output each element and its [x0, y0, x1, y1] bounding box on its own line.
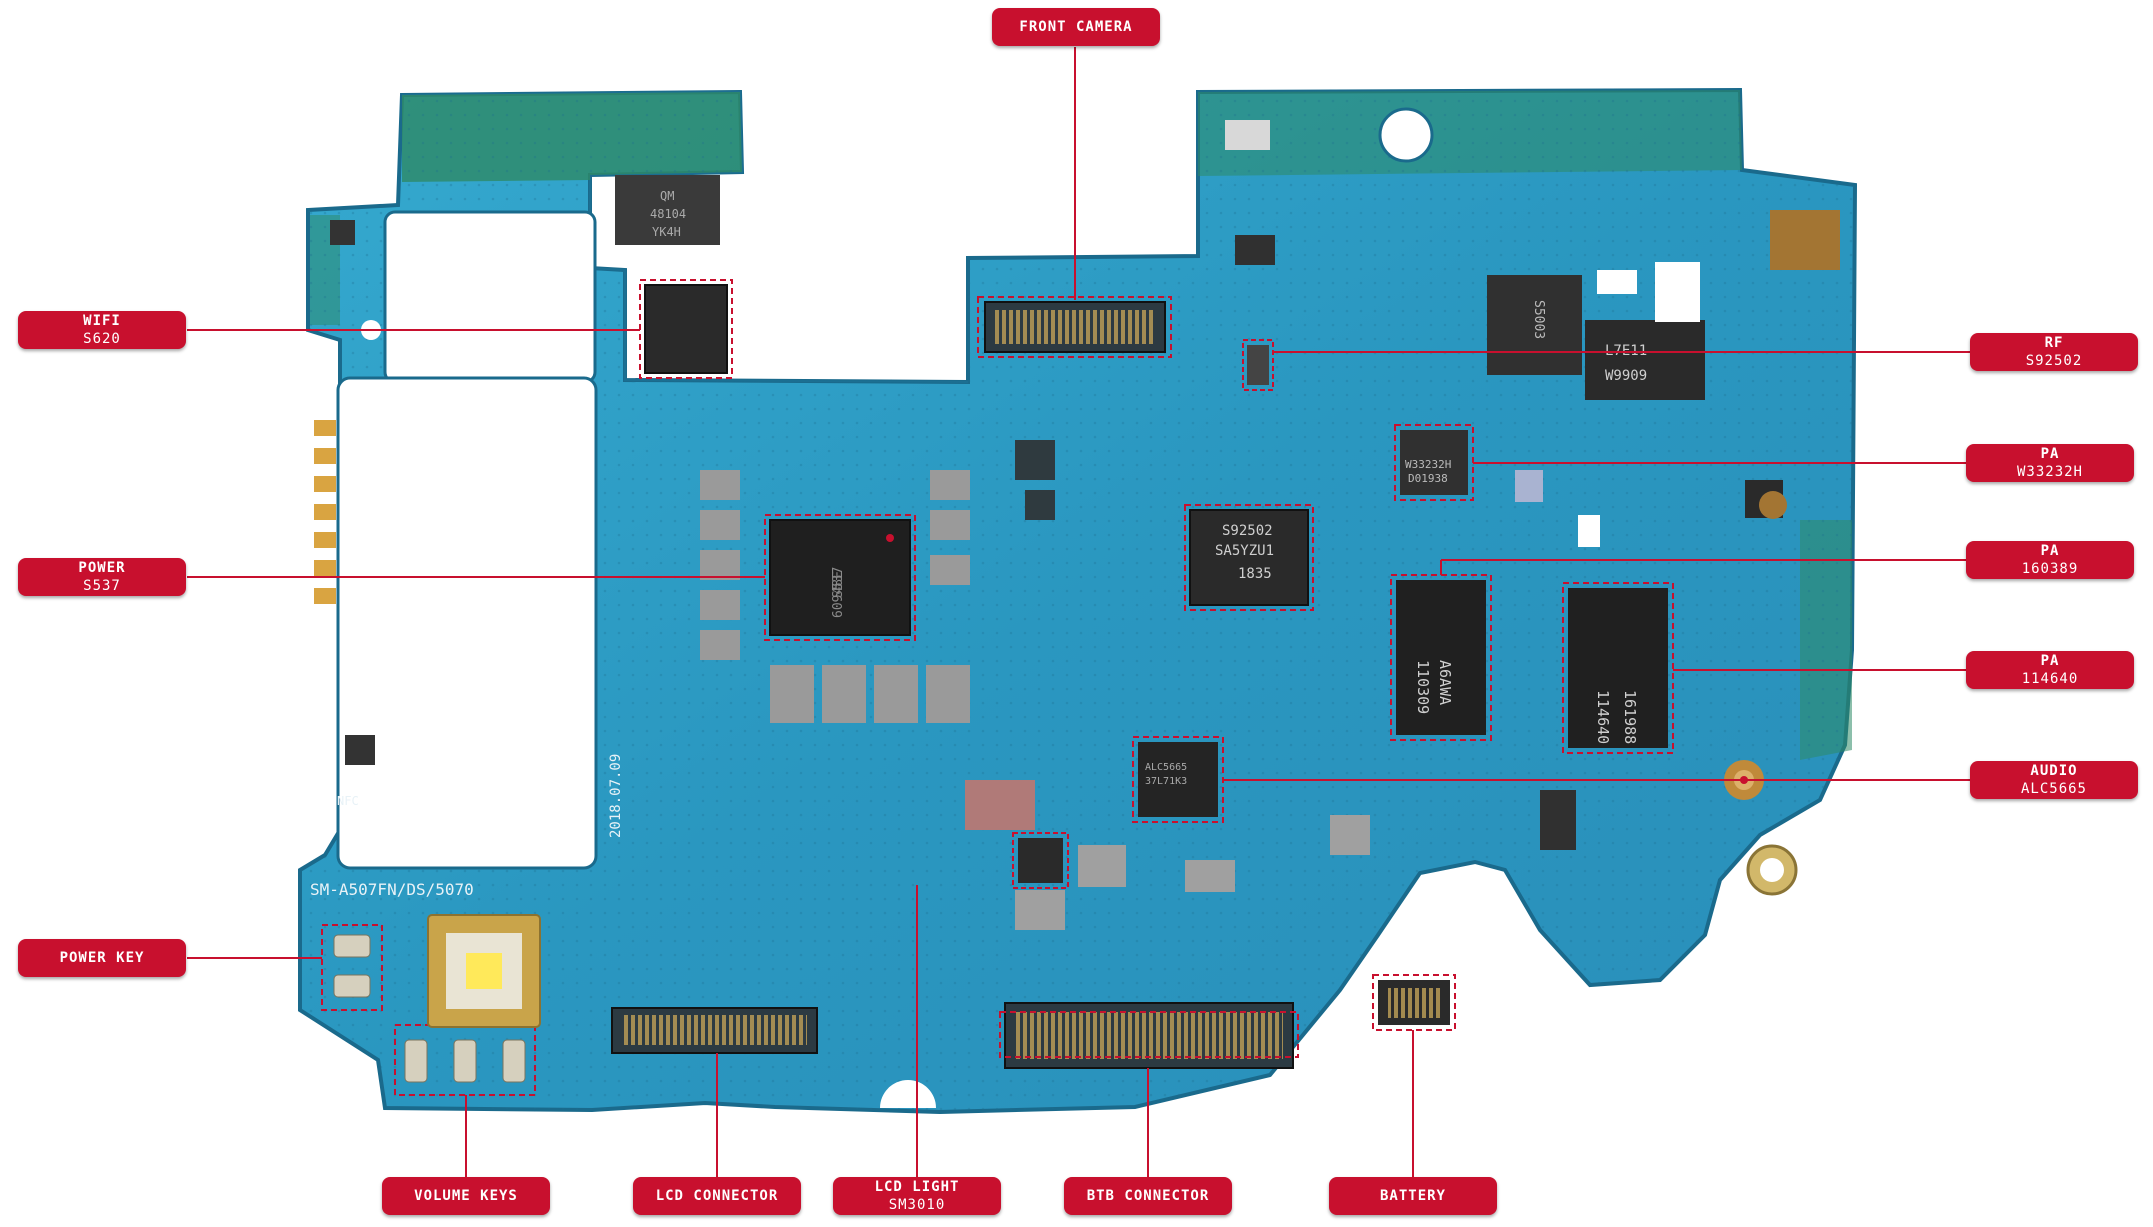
pa1-ic-text-2: D01938	[1408, 472, 1448, 485]
flash-led	[427, 914, 541, 1028]
rf-title: RF	[2044, 335, 2064, 351]
rf-ic-text-2: SA5YZU1	[1215, 543, 1274, 559]
volume-keys-title: VOLUME KEYS	[414, 1188, 518, 1204]
rf2-ic-text-2: W9909	[1605, 368, 1647, 384]
rf-secondary-chip: L7E11 W9909 S5003	[1487, 275, 1705, 400]
front-camera-connector	[977, 296, 1172, 358]
label-lcd-connector: LCD CONNECTOR	[633, 1177, 801, 1215]
label-wifi: WIFI S620	[18, 311, 186, 349]
power-key-pads	[321, 924, 383, 1011]
rf-ic-text-1: S92502	[1222, 523, 1273, 539]
label-pa-114640: PA 114640	[1966, 651, 2134, 689]
label-power-key: POWER KEY	[18, 939, 186, 977]
components	[330, 120, 1840, 930]
label-power: POWER S537	[18, 558, 186, 596]
connector-marker	[1740, 776, 1748, 784]
pa-114640-chip: 114640 161988	[1562, 582, 1674, 754]
leader-lines	[187, 47, 1970, 1177]
wifi-sub: S620	[83, 331, 121, 347]
pa3-sub: 114640	[2021, 671, 2079, 687]
front-camera-title: FRONT CAMERA	[1019, 19, 1133, 35]
power-title: POWER	[78, 560, 126, 576]
pa2-title: PA	[2040, 543, 2060, 559]
power-ic-text-2: 60948E	[831, 571, 846, 618]
pa1-title: PA	[2040, 446, 2060, 462]
board-cutouts	[336, 107, 1798, 1108]
label-pa-160389: PA 160389	[1966, 541, 2134, 579]
wifi-ic-text-1: QM	[660, 189, 674, 203]
rf-chip: S92502 SA5YZU1 1835	[1184, 504, 1314, 611]
board-date-text: 2018.07.09	[608, 754, 624, 838]
label-lcd-light: LCD LIGHT SM3010	[833, 1177, 1001, 1215]
wifi-ic-text-2: 48104	[650, 207, 686, 221]
rf3-ic-text-1: S5003	[1531, 300, 1546, 339]
rf-sub: S92502	[2025, 353, 2083, 369]
label-pa-w33232h: PA W33232H	[1966, 444, 2134, 482]
label-battery: BATTERY	[1329, 1177, 1497, 1215]
pcb-board	[298, 87, 1858, 1115]
pa2-sub: 160389	[2021, 561, 2079, 577]
power-ic-text-1: S537	[831, 567, 846, 598]
pa3-ic-text-1: 114640	[1594, 690, 1612, 744]
lcd-light-title: LCD LIGHT	[874, 1179, 960, 1195]
board-silkscreen: SM-A507FN/DS/5070 2018.07.09 NFC	[310, 754, 624, 899]
label-rf: RF S92502	[1970, 333, 2138, 371]
wifi-title: WIFI	[83, 313, 121, 329]
pa1-ic-text-1: W33232H	[1405, 458, 1451, 471]
power-chip: S537 60948E	[764, 514, 916, 641]
board-model-text: SM-A507FN/DS/5070	[310, 880, 474, 899]
gold-contacts	[314, 420, 336, 604]
rf-ic-text-3: 1835	[1238, 566, 1272, 582]
battery-connector	[1372, 974, 1456, 1031]
lcd-connector	[611, 1007, 818, 1054]
pa-160389-chip: A6AWA 110309	[1390, 574, 1492, 741]
lcd-light-chip	[1012, 832, 1069, 889]
audio-ic-text-2: 37L71K3	[1145, 776, 1187, 787]
audio-chip: ALC5665 37L71K3	[1132, 736, 1224, 823]
pa1-sub: W33232H	[2016, 464, 2083, 480]
label-volume-keys: VOLUME KEYS	[382, 1177, 550, 1215]
pa2-ic-text-1: A6AWA	[1436, 660, 1454, 705]
audio-title: AUDIO	[2030, 763, 2078, 779]
label-btb-connector: BTB CONNECTOR	[1064, 1177, 1232, 1215]
wifi-ic-text-3: YK4H	[652, 225, 681, 239]
power-key-title: POWER KEY	[59, 950, 145, 966]
board-nfc-text: NFC	[337, 794, 359, 808]
label-front-camera: FRONT CAMERA	[992, 8, 1160, 46]
pa-w33232h-chip: W33232H D01938	[1394, 424, 1474, 501]
btb-connector	[999, 1002, 1299, 1069]
lcd-connector-title: LCD CONNECTOR	[655, 1188, 779, 1204]
wifi-chip: QM 48104 YK4H	[615, 175, 733, 379]
label-audio: AUDIO ALC5665	[1970, 761, 2138, 799]
pa3-title: PA	[2040, 653, 2060, 669]
lcd-light-sub: SM3010	[888, 1197, 946, 1213]
audio-sub: ALC5665	[2020, 781, 2087, 797]
audio-ic-text-1: ALC5665	[1145, 762, 1187, 773]
rf-small-chip	[1242, 339, 1274, 391]
pa3-ic-text-2: 161988	[1621, 690, 1639, 744]
btb-connector-title: BTB CONNECTOR	[1086, 1188, 1210, 1204]
battery-title: BATTERY	[1379, 1188, 1446, 1204]
power-sub: S537	[83, 578, 121, 594]
pa2-ic-text-2: 110309	[1414, 660, 1432, 714]
